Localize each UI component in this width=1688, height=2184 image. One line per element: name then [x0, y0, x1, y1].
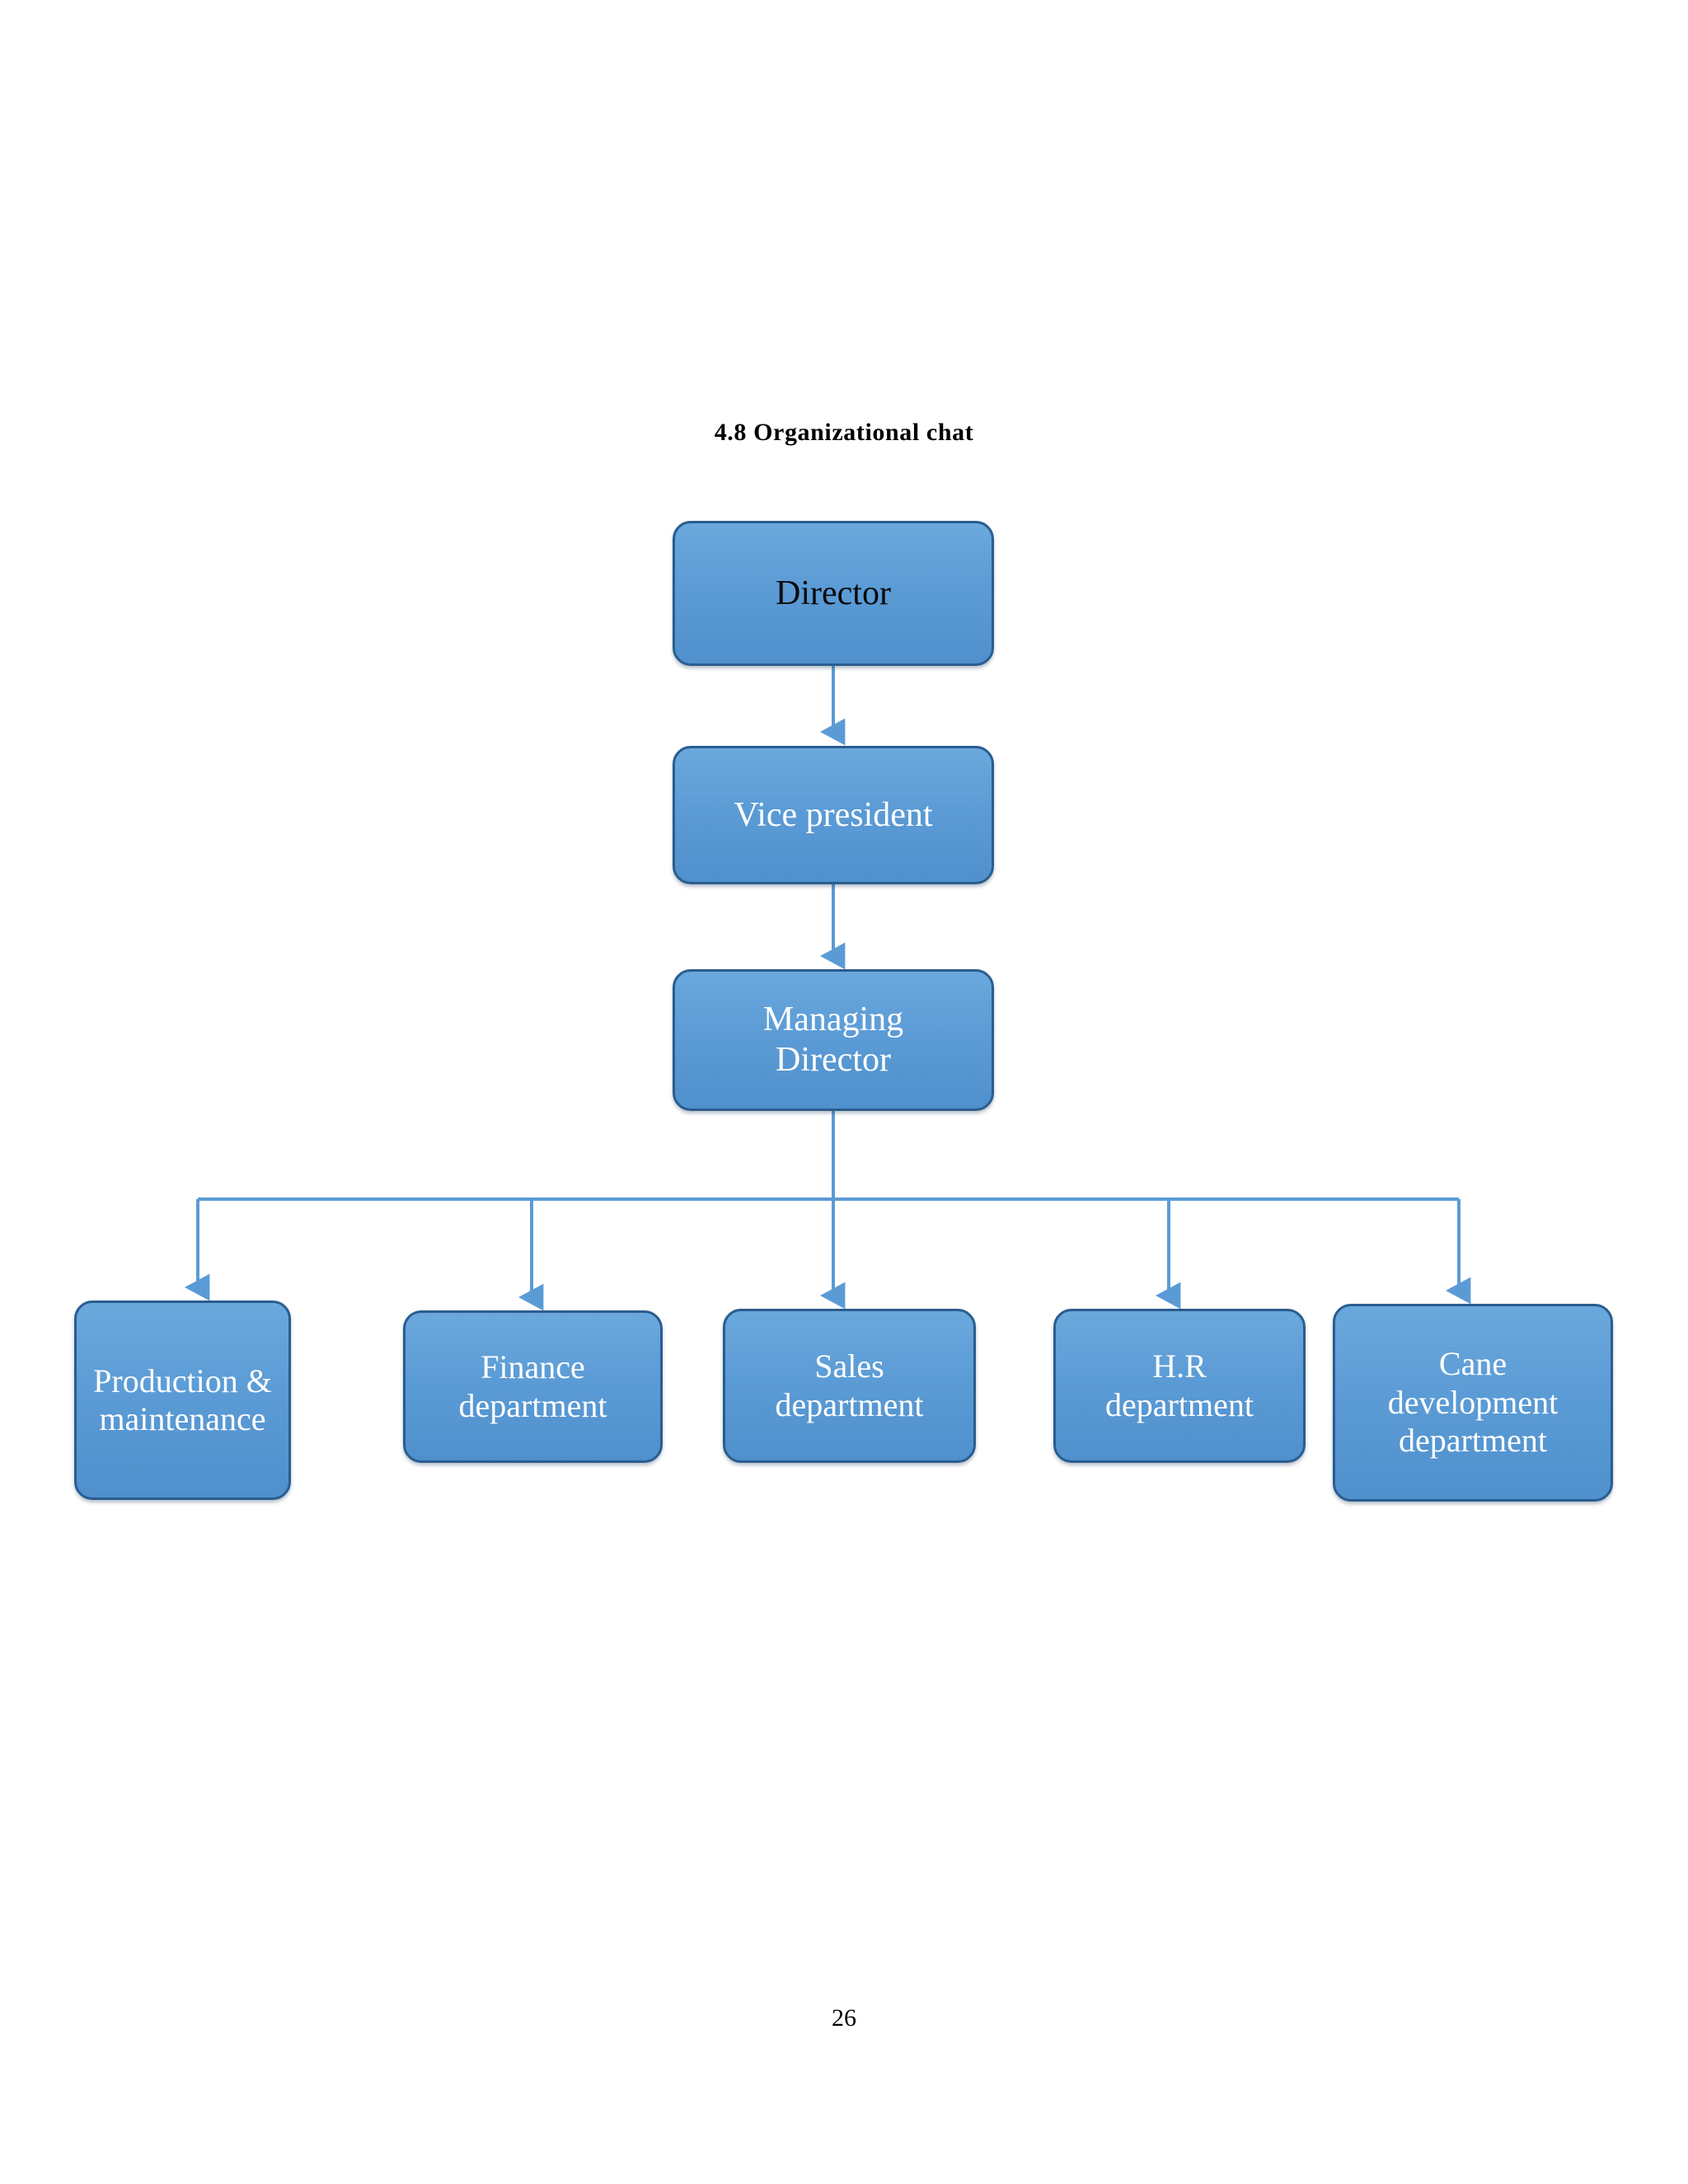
org-node-director[interactable]: Director — [673, 521, 994, 666]
org-node-hr-department-label: H.R department — [1105, 1347, 1254, 1423]
org-node-cane-development-department-label: Cane development department — [1387, 1345, 1559, 1460]
org-node-cane-development-department[interactable]: Cane development department — [1333, 1304, 1613, 1502]
org-node-director-label: Director — [776, 574, 891, 612]
org-node-sales-department-label: Sales department — [775, 1347, 924, 1423]
org-node-production-maintenance[interactable]: Production & maintenance — [74, 1301, 291, 1500]
org-node-finance-department[interactable]: Finance department — [403, 1310, 663, 1463]
org-node-managing-director[interactable]: Managing Director — [673, 969, 994, 1111]
org-node-finance-department-label: Finance department — [458, 1348, 607, 1424]
org-node-sales-department[interactable]: Sales department — [723, 1309, 976, 1463]
org-node-managing-director-label: Managing Director — [762, 1001, 904, 1079]
page-number: 26 — [832, 2004, 856, 2032]
org-node-vice-president[interactable]: Vice president — [673, 746, 994, 884]
org-node-vice-president-label: Vice president — [734, 795, 933, 834]
org-node-production-maintenance-label: Production & maintenance — [93, 1361, 272, 1437]
org-node-hr-department[interactable]: H.R department — [1053, 1309, 1306, 1463]
page-title: 4.8 Organizational chat — [714, 419, 974, 446]
